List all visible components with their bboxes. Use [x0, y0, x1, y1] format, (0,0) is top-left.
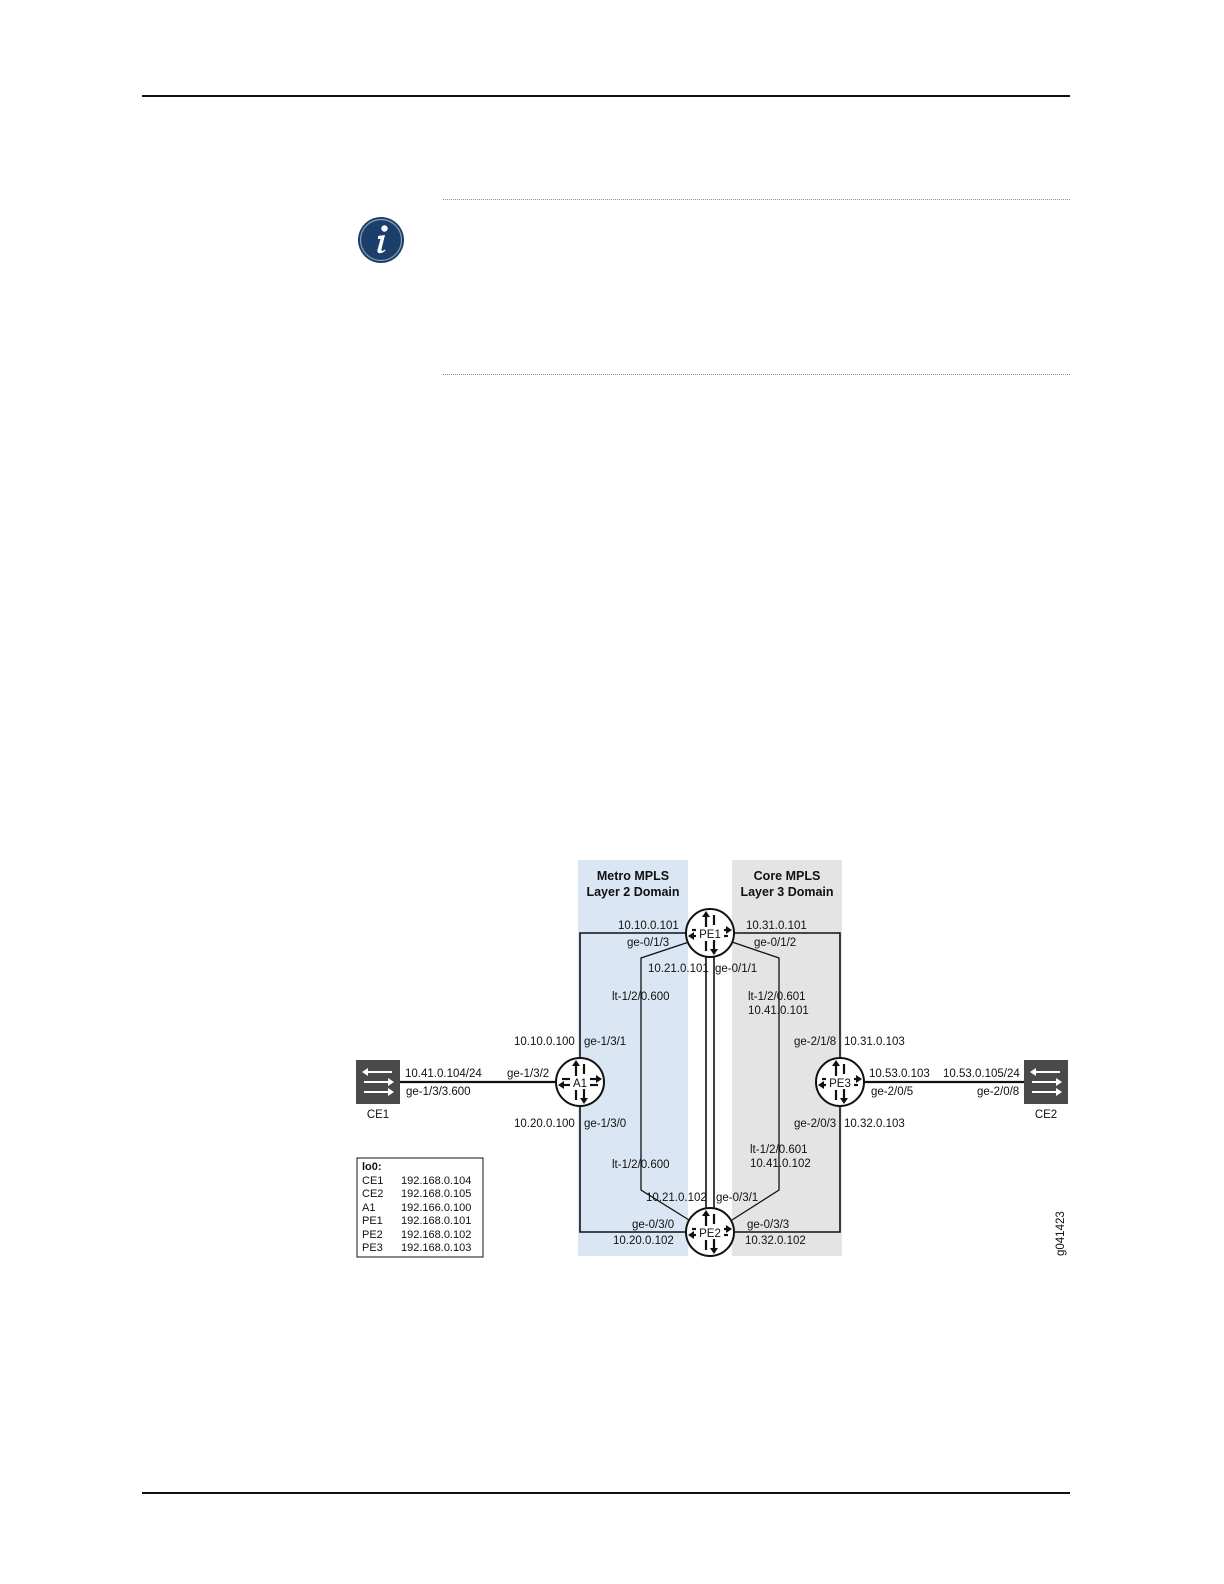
link-a1-pe1 [579, 932, 686, 1058]
pe3-up-if: ge-2/1/8 [794, 1036, 836, 1048]
header-rule [142, 95, 1070, 97]
router-pe1-label: PE1 [699, 929, 721, 941]
loopback-row-name: CE2 [362, 1188, 383, 1200]
a1-left-if: ge-1/3/2 [507, 1068, 549, 1080]
switch-ce2-label: CE2 [1035, 1109, 1057, 1121]
pe2-up-ip: 10.21.0.102 [646, 1192, 707, 1204]
ce1-if: ge-1/3/3.600 [406, 1086, 471, 1098]
pe2-left-ip: 10.20.0.102 [613, 1235, 674, 1247]
switch-ce1-label: CE1 [367, 1109, 389, 1121]
loopback-title: lo0: [362, 1161, 382, 1173]
pe1-down-if: ge-0/1/1 [715, 963, 757, 975]
loopback-row-name: PE1 [362, 1215, 383, 1227]
pe1-left-ip: 10.10.0.101 [618, 920, 679, 932]
switch-ce2: CE2 [1023, 1059, 1069, 1121]
logical-tunnel-metro [640, 941, 690, 1221]
figure-id: g041423 [1055, 1211, 1067, 1256]
pe1-left-if: ge-0/1/3 [627, 937, 669, 949]
link-pe1-pe3 [735, 932, 841, 1058]
loopback-row-ip: 192.168.0.105 [401, 1188, 471, 1200]
pe3-down-ip: 10.32.0.103 [844, 1118, 905, 1130]
pe2-left-if: ge-0/3/0 [632, 1219, 674, 1231]
lt-core-top-ip: 10.41.0.101 [748, 1005, 809, 1017]
loopback-row-ip: 192.168.0.104 [401, 1175, 471, 1187]
loopback-row-name: PE2 [362, 1229, 383, 1241]
lt-core-top: lt-1/2/0.601 [748, 991, 806, 1003]
core-domain-subtitle: Layer 3 Domain [740, 885, 833, 899]
pe3-down-if: ge-2/0/3 [794, 1118, 836, 1130]
loopback-row-name: A1 [362, 1202, 375, 1214]
metro-domain-subtitle: Layer 2 Domain [586, 885, 679, 899]
loopback-row-ip: 192.168.0.102 [401, 1229, 471, 1241]
a1-down-ip: 10.20.0.100 [514, 1118, 575, 1130]
a1-up-if: ge-1/3/1 [584, 1036, 626, 1048]
lt-metro-bottom: lt-1/2/0.600 [612, 1159, 670, 1171]
link-pe2-pe3 [735, 1106, 841, 1233]
lt-core-bottom: lt-1/2/0.601 [750, 1144, 808, 1156]
router-pe2: PE2 [684, 1206, 736, 1258]
router-pe1: PE1 [684, 907, 736, 959]
lt-metro-top: lt-1/2/0.600 [612, 991, 670, 1003]
pe1-down-ip: 10.21.0.101 [648, 963, 709, 975]
loopback-row-name: PE3 [362, 1242, 383, 1254]
pe3-up-ip: 10.31.0.103 [844, 1036, 905, 1048]
metro-domain-title: Metro MPLS [597, 869, 669, 883]
core-domain-title: Core MPLS [754, 869, 821, 883]
footer-rule [142, 1492, 1070, 1494]
router-a1-label: A1 [573, 1078, 587, 1090]
ce2-ip: 10.53.0.105/24 [943, 1068, 1020, 1080]
a1-down-if: ge-1/3/0 [584, 1118, 626, 1130]
metro-domain-region [578, 860, 688, 1256]
loopback-row-ip: 192.166.0.100 [401, 1202, 471, 1214]
pe2-up-if: ge-0/3/1 [716, 1192, 758, 1204]
router-pe3-label: PE3 [829, 1078, 851, 1090]
pe2-right-ip: 10.32.0.102 [745, 1235, 806, 1247]
pe3-right-ip: 10.53.0.103 [869, 1068, 930, 1080]
pe3-right-if: ge-2/0/5 [871, 1086, 913, 1098]
ce2-if: ge-2/0/8 [977, 1086, 1019, 1098]
switch-ce1: CE1 [355, 1059, 401, 1121]
core-domain-region [732, 860, 842, 1256]
loopback-row-ip: 192.168.0.103 [401, 1242, 471, 1254]
loopback-row-ip: 192.168.0.101 [401, 1215, 471, 1227]
note-bottom-divider [443, 374, 1070, 375]
link-a1-pe2 [579, 1106, 686, 1233]
lt-core-bottom-ip: 10.41.0.102 [750, 1158, 811, 1170]
router-pe2-label: PE2 [699, 1228, 721, 1240]
router-pe3: PE3 [814, 1056, 866, 1108]
a1-up-ip: 10.10.0.100 [514, 1036, 575, 1048]
logical-tunnel-core [731, 941, 780, 1221]
loopback-table: lo0: CE1 192.168.0.104 CE2 192.168.0.105… [356, 1157, 484, 1258]
loopback-row-name: CE1 [362, 1175, 383, 1187]
note-top-divider [443, 199, 1070, 200]
pe1-right-if: ge-0/1/2 [754, 937, 796, 949]
info-icon [358, 217, 404, 263]
router-a1: A1 [554, 1056, 606, 1108]
pe1-right-ip: 10.31.0.101 [746, 920, 807, 932]
pe2-right-if: ge-0/3/3 [747, 1219, 789, 1231]
ce1-ip: 10.41.0.104/24 [405, 1068, 482, 1080]
